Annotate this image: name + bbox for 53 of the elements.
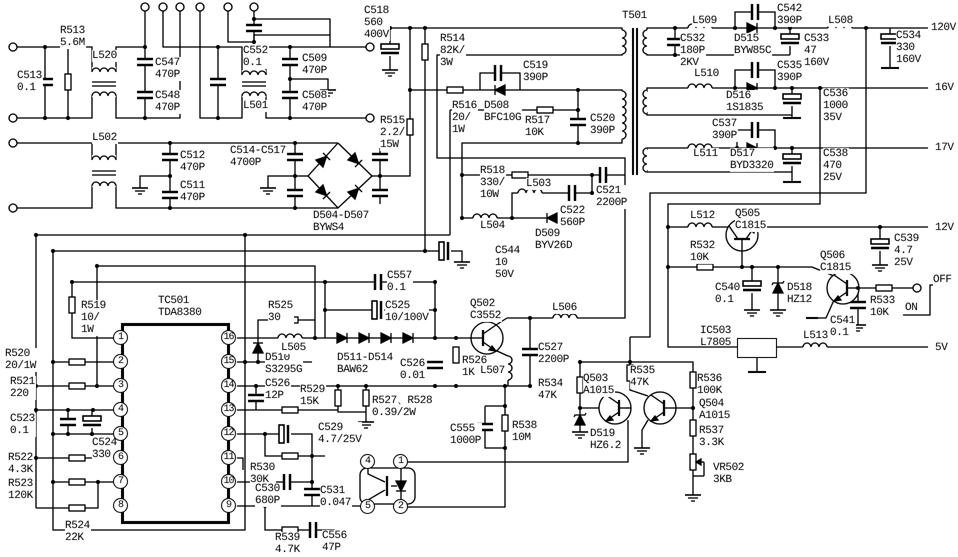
component-label: R521 220 [10,376,36,400]
chip-label: TC501 TDA8380 [158,295,202,319]
component-label: Q503 A1015 [583,373,615,397]
component-label: L502 [92,132,118,144]
pin-number: 7 [113,474,128,489]
component-label: D517 BYD3320 [730,148,774,172]
component-label: R515 2.2/ 15W [380,115,406,151]
component-label: D515 BYW85C [734,33,772,57]
pin-number: 4 [360,454,375,469]
pin-number: 3 [113,378,128,393]
component-label: L520 [92,50,118,62]
component-label: C521 2200P [596,185,628,209]
switch-label: OFF [933,274,953,286]
component-label: C537 390P [712,118,738,142]
component-label: C531 0.047 [320,485,352,509]
component-label: C547 470P [155,57,181,81]
component-label: C530 680P [255,483,281,507]
component-label: C523 0.1 [10,413,36,437]
pin-number: 14 [221,378,236,393]
component-label: L506 [552,302,578,314]
pin-number: 16 [221,330,236,345]
pin-number: 4 [113,402,128,417]
pin-number: 11 [221,450,236,465]
component-label: Q505 C1815 [735,208,767,232]
component-label: R532 10K [690,240,716,264]
component-label: R513 5.6M [60,25,86,49]
component-label: Q506 C1815 [820,250,852,274]
pin-number: 1 [113,330,128,345]
component-label: R535 47K [630,365,656,389]
pin-number: 10 [221,474,236,489]
component-label: L501 [243,100,269,112]
pin-number: 2 [393,499,408,514]
component-label: L509 [692,15,718,27]
component-label: Q502 C3552 [470,298,502,322]
pin-number: 12 [221,426,236,441]
component-label: R520 20/1W [5,348,37,372]
component-label: L503 [526,178,552,190]
pin-number: 5 [360,499,375,514]
component-label: L508 [828,15,854,27]
component-label: C542 390P [777,3,803,27]
pin-number: 1 [393,454,408,469]
component-label: R525 30 [268,300,294,324]
chip-label: IC503 L7805 [700,325,732,349]
component-label: L505 [281,342,307,354]
component-label: C548 470P [155,90,181,114]
pin-number: 2 [113,354,128,369]
component-label: C552 0.1 [243,45,269,69]
pin-number: 8 [113,498,128,513]
pin-number: 13 [221,402,236,417]
component-label: C518 560 400V [364,5,390,41]
component-label: R519 10/ 1W [81,300,107,336]
pin-number: 15 [221,354,236,369]
pin-number: 9 [221,498,236,513]
